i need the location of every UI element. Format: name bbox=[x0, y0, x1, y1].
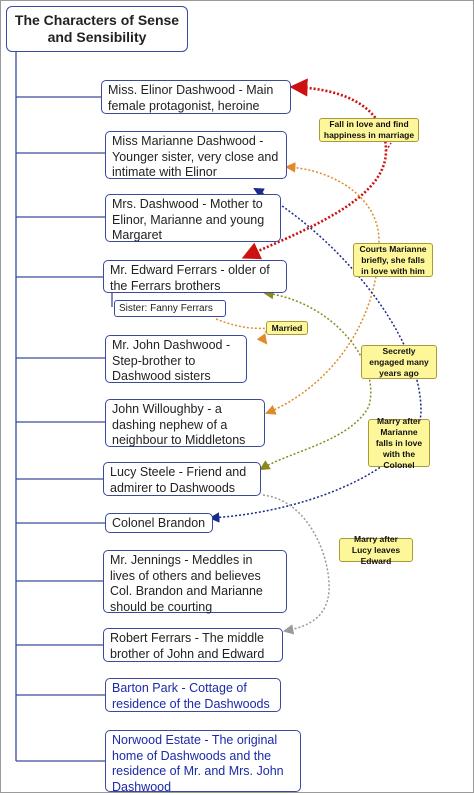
character-john-dashwood[interactable]: Mr. John Dashwood - Step-brother to Dash… bbox=[105, 335, 247, 383]
character-mrs-dashwood[interactable]: Mrs. Dashwood - Mother to Elinor, Marian… bbox=[105, 194, 281, 242]
character-robert-ferrars[interactable]: Robert Ferrars - The middle brother of J… bbox=[103, 628, 283, 662]
callout-fall-in-love[interactable]: Fall in love and find happiness in marri… bbox=[319, 118, 419, 142]
central-topic[interactable]: The Characters of Sense and Sensibility bbox=[6, 6, 188, 52]
tree-connectors bbox=[15, 52, 113, 762]
callout-marry-colonel[interactable]: Marry after Marianne falls in love with … bbox=[368, 416, 430, 470]
character-mr-jennings[interactable]: Mr. Jennings - Meddles in lives of other… bbox=[103, 550, 287, 614]
character-willoughby[interactable]: John Willoughby - a dashing nephew of a … bbox=[105, 399, 265, 447]
character-marianne[interactable]: Miss Marianne Dashwood - Younger sister,… bbox=[105, 131, 287, 179]
place-norwood-estate[interactable]: Norwood Estate - The original home of Da… bbox=[105, 730, 301, 794]
character-edward-ferrars[interactable]: Mr. Edward Ferrars - older of the Ferrar… bbox=[103, 260, 287, 293]
character-colonel-brandon[interactable]: Colonel Brandon bbox=[105, 513, 213, 533]
callout-courts-marianne[interactable]: Courts Marianne briefly, she falls in lo… bbox=[353, 243, 433, 277]
link-callout-love bbox=[385, 142, 392, 152]
callout-married[interactable]: Married bbox=[266, 321, 308, 335]
place-barton-park[interactable]: Barton Park - Cottage of residence of th… bbox=[105, 678, 281, 712]
link-marianne-brandon bbox=[208, 187, 422, 523]
character-lucy-steele[interactable]: Lucy Steele - Friend and admirer to Dash… bbox=[103, 462, 261, 496]
callout-secretly-engaged[interactable]: Secretly engaged many years ago bbox=[361, 345, 437, 379]
subtopic-fanny-ferrars[interactable]: Sister: Fanny Ferrars bbox=[114, 300, 226, 317]
character-elinor[interactable]: Miss. Elinor Dashwood - Main female prot… bbox=[101, 80, 291, 114]
link-edward-lucy bbox=[259, 288, 372, 471]
callout-marry-after-lucy[interactable]: Marry after Lucy leaves Edward bbox=[339, 534, 413, 566]
